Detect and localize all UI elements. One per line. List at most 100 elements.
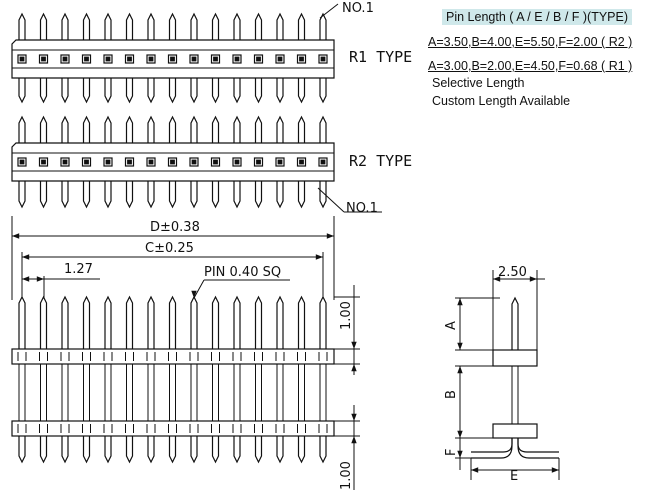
r1-pin-square [318,54,328,64]
r2-pin-square [210,157,221,167]
r1-bottom-pin [147,78,155,104]
side-foot-left [471,438,513,453]
dim-2-50-arrow-left [493,276,501,282]
front-housing-lower [11,420,335,437]
r1-top-pin [211,12,220,40]
r2-top-pin [82,115,91,143]
r2-pin-square-inner [191,159,197,165]
r2-bottom-pin [233,181,241,209]
r1-pin-square-inner [62,56,68,62]
front-pin-upper [147,295,155,349]
r1-pin-square-inner [256,56,261,62]
dim-2-50-arrow-right [529,276,537,282]
r1-bottom-pin [18,78,26,104]
side-foot-right [517,438,559,453]
r1-pin-square [81,54,92,64]
front-housing-upper [11,348,335,365]
r2-pin-square-inner [127,159,132,165]
r1-top-pin [254,12,263,40]
r2-top-pin [254,115,263,143]
r1-top-pin [319,12,327,40]
r2-top-pin [276,115,284,143]
r2-top-pin [190,115,198,143]
r1-bottom-pin [233,78,241,104]
dim-pin-label: PIN 0.40 SQ [204,265,281,280]
r1-pin-square-inner [41,56,46,62]
r1-bottom-pin [104,78,112,104]
r1-top-pin [147,12,155,40]
dim-pin-leader [193,279,205,299]
r1-top-pin [39,12,48,40]
r1-housing [11,39,335,79]
r2-pin-square [296,157,307,167]
r2-pin-square-inner [19,159,25,165]
r2-bottom-pin [104,181,112,209]
dim-b-arrow [457,430,463,438]
r1-bottom-pin [190,78,198,104]
r2-pin-square-inner [62,159,68,165]
front-pin-upper [82,295,91,349]
r2-pin-square [17,157,27,167]
front-pin-lower [125,436,134,464]
r2-bottom-pin [18,181,26,209]
r2-top-pin [297,115,306,143]
dim-a-arrow [457,298,463,306]
r2-top-pin [18,115,26,143]
no1-label-bottom: NO.1 [346,201,378,216]
selective-length-note: Selective Length [432,76,525,90]
r2-pin-square [189,157,199,167]
r2-pin-square-inner [213,159,218,165]
dim-e-label: E [510,469,518,484]
r2-pin-square-inner [320,159,326,165]
r2-pin-square [38,157,49,167]
r2-top-pin [211,115,220,143]
front-pin-upper [211,295,220,349]
r1-pin-square [167,54,178,64]
side-housing [492,349,538,367]
front-pin-upper [39,295,48,349]
r1-header-top-view [11,3,339,104]
side-housing-lower [492,423,538,439]
r2-pin-square [124,157,135,167]
r1-pin-square [296,54,307,64]
dim-a-label: A [444,321,459,330]
r2-pin-square-inner [256,159,261,165]
dim-1-00-bottom-arrow [351,413,357,421]
r2-pin-square-inner [84,159,89,165]
r2-spec-line: A=3.50,B=4.00,E=5.50,F=2.00 ( R2 ) [428,35,633,49]
r1-top-pin [82,12,91,40]
r1-bottom-pin [125,78,134,104]
r1-bottom-pin [168,78,177,104]
r2-bottom-pin [147,181,155,209]
dim-f-label: F [444,449,459,456]
r1-pin-square-inner [213,56,218,62]
r1-top-pin [61,12,69,40]
r1-bottom-pin [82,78,91,104]
r2-top-pin [104,115,112,143]
r2-pin-square [167,157,178,167]
r1-bottom-pin [211,78,220,104]
front-pin-upper [254,295,263,349]
front-pin-lower [211,436,220,464]
r1-pin-square-inner [320,56,326,62]
r2-pin-square-inner [299,159,304,165]
r1-pin-square [103,54,113,64]
side-view [455,270,560,480]
dim-f-arrow [457,450,463,458]
r1-pin-square-inner [84,56,89,62]
r1-pin-square-inner [127,56,132,62]
front-pin-upper [276,295,284,349]
front-pin-upper [125,295,134,349]
r1-top-pin [190,12,198,40]
r2-bottom-pin [39,181,48,209]
r2-top-pin [125,115,134,143]
dim-1-00-bottom-arrow [351,436,357,444]
no1-leader-bottom [317,187,345,213]
r2-top-pin [168,115,177,143]
r1-pin-square-inner [191,56,197,62]
r1-pin-square-inner [277,56,283,62]
r1-top-pin [125,12,134,40]
dim-2-50-label: 2.50 [498,265,527,280]
r2-header-top-view [11,115,382,213]
r2-bottom-pin [211,181,220,209]
